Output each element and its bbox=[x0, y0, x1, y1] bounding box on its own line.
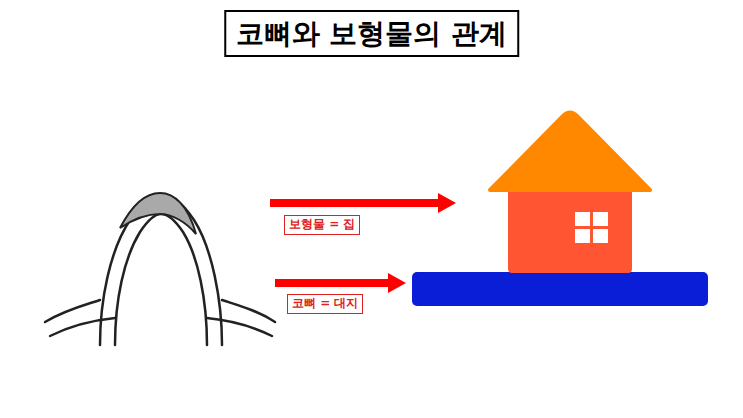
label-box: 보형물 = 집 bbox=[284, 215, 360, 235]
label-text: 코뼈 = 대지 bbox=[292, 296, 358, 312]
nose-illustration bbox=[45, 195, 275, 345]
ground-bar bbox=[412, 272, 708, 306]
label-box: 코뼈 = 대지 bbox=[287, 294, 363, 314]
implant bbox=[120, 193, 196, 234]
label-text: 보형물 = 집 bbox=[289, 217, 355, 233]
title: 코뼈와 보형물의 관계 bbox=[224, 10, 520, 57]
house-illustration bbox=[412, 113, 708, 307]
